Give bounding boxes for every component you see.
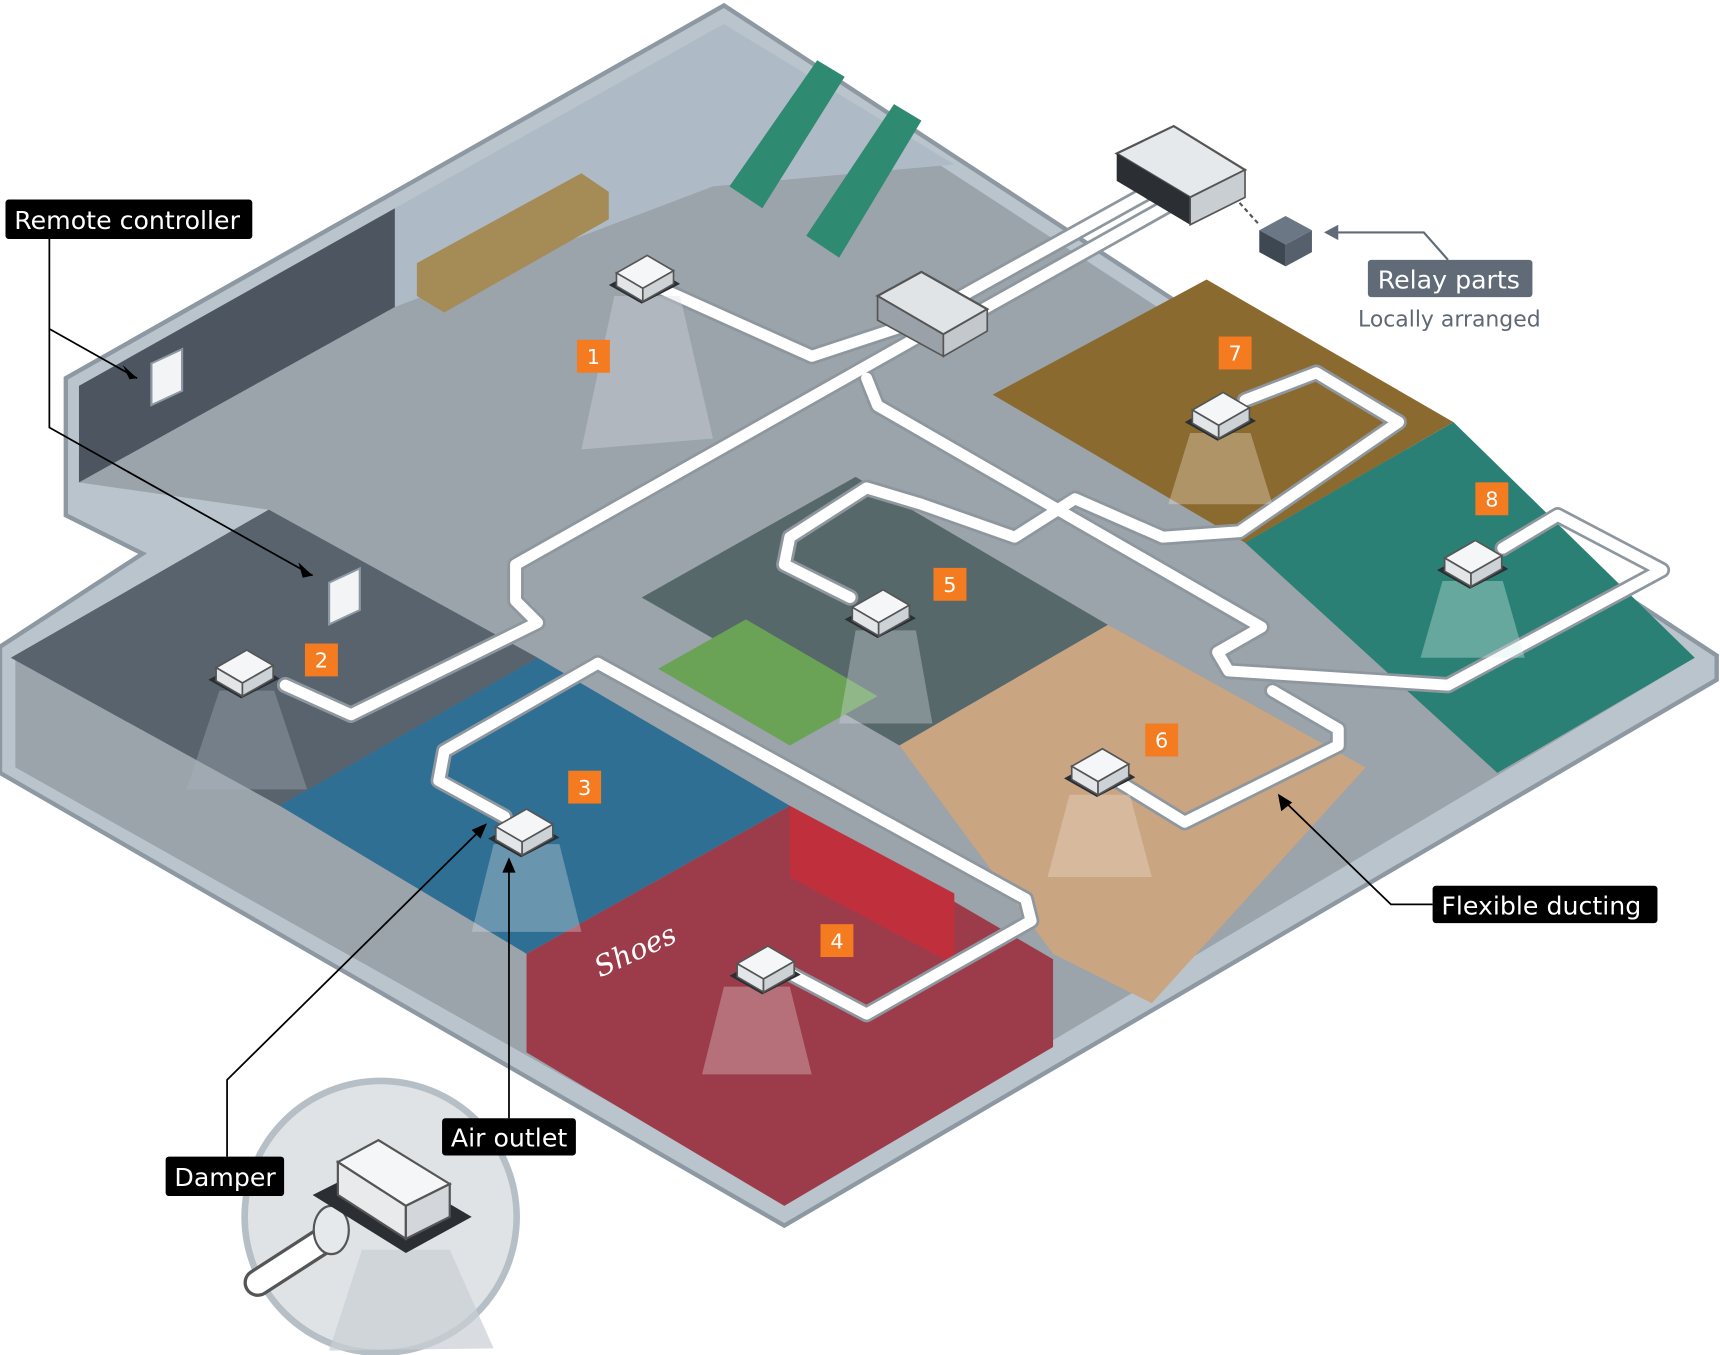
indoor-units [186,295,1525,1075]
indoor-unit-7 [1184,391,1256,441]
label-damper: Damper [165,823,488,1197]
label-air-outlet: Air outlet [442,857,576,1156]
remote-controller-device-1 [150,347,184,407]
zone-pharmacy-floor [658,619,878,746]
zone-badge-5: 5 [933,567,967,601]
zone-toys [1245,422,1695,773]
flexible-ducting [276,175,1671,1023]
air-cone-4 [702,986,812,1075]
zone-clothing [899,624,1366,1004]
svg-text:Locally arranged: Locally arranged [1358,308,1541,333]
zone-badge-3: 3 [568,770,602,804]
zone-badge-2: 2 [304,643,338,677]
zone-grocery [279,657,790,954]
svg-text:Flexible ducting: Flexible ducting [1441,891,1641,920]
back-wall-left [78,208,395,483]
label-remote-controller: Remote controller [5,199,314,578]
svg-text:Remote controller: Remote controller [14,206,240,235]
zone-number: 2 [315,649,328,673]
relay-parts-device [1238,202,1312,267]
produce-shelves [416,173,609,313]
svg-text:Air outlet: Air outlet [451,1124,568,1153]
label-relay-parts: Relay parts Locally arranged [1324,224,1541,333]
remote-controller-device-2 [327,566,361,626]
zone-number: 5 [943,573,956,597]
zone-number: 7 [1229,342,1242,366]
zone-number: 3 [578,776,591,800]
air-cone-7 [1168,433,1273,505]
air-cone-3 [471,844,582,932]
zone-badge-8: 8 [1475,482,1509,516]
air-cone-8 [1420,581,1525,658]
zone-number: 6 [1155,729,1168,753]
indoor-unit-4 [729,945,801,995]
zone-number: 4 [830,929,843,953]
air-cone-5 [839,630,933,724]
air-cone-1 [581,295,714,450]
svg-text:Damper: Damper [174,1163,276,1192]
svg-text:Relay parts: Relay parts [1378,265,1520,294]
escalator-2 [806,104,922,258]
zone-office [10,509,538,806]
relay-box [875,270,990,358]
zone-badge-1: 1 [576,339,610,373]
zone-badge-7: 7 [1218,336,1252,370]
zone-badge-6: 6 [1145,723,1179,757]
indoor-unit-2 [208,649,280,699]
indoor-unit-1 [608,254,681,304]
zone-badge-4: 4 [820,924,854,958]
indoor-unit-6 [1064,747,1136,797]
air-cone-6 [1047,794,1152,878]
main-air-handling-unit [1114,124,1248,227]
shoes-wall-shelves [789,805,955,965]
zone-number: 8 [1485,487,1498,511]
indoor-unit-3 [488,808,560,858]
indoor-unit-8 [1436,539,1509,589]
zone-number: 1 [587,345,600,369]
indoor-unit-5 [844,588,916,639]
escalator-1 [729,60,845,209]
air-cone-2 [186,690,308,790]
label-flexible-ducting: Flexible ducting [1277,793,1658,924]
